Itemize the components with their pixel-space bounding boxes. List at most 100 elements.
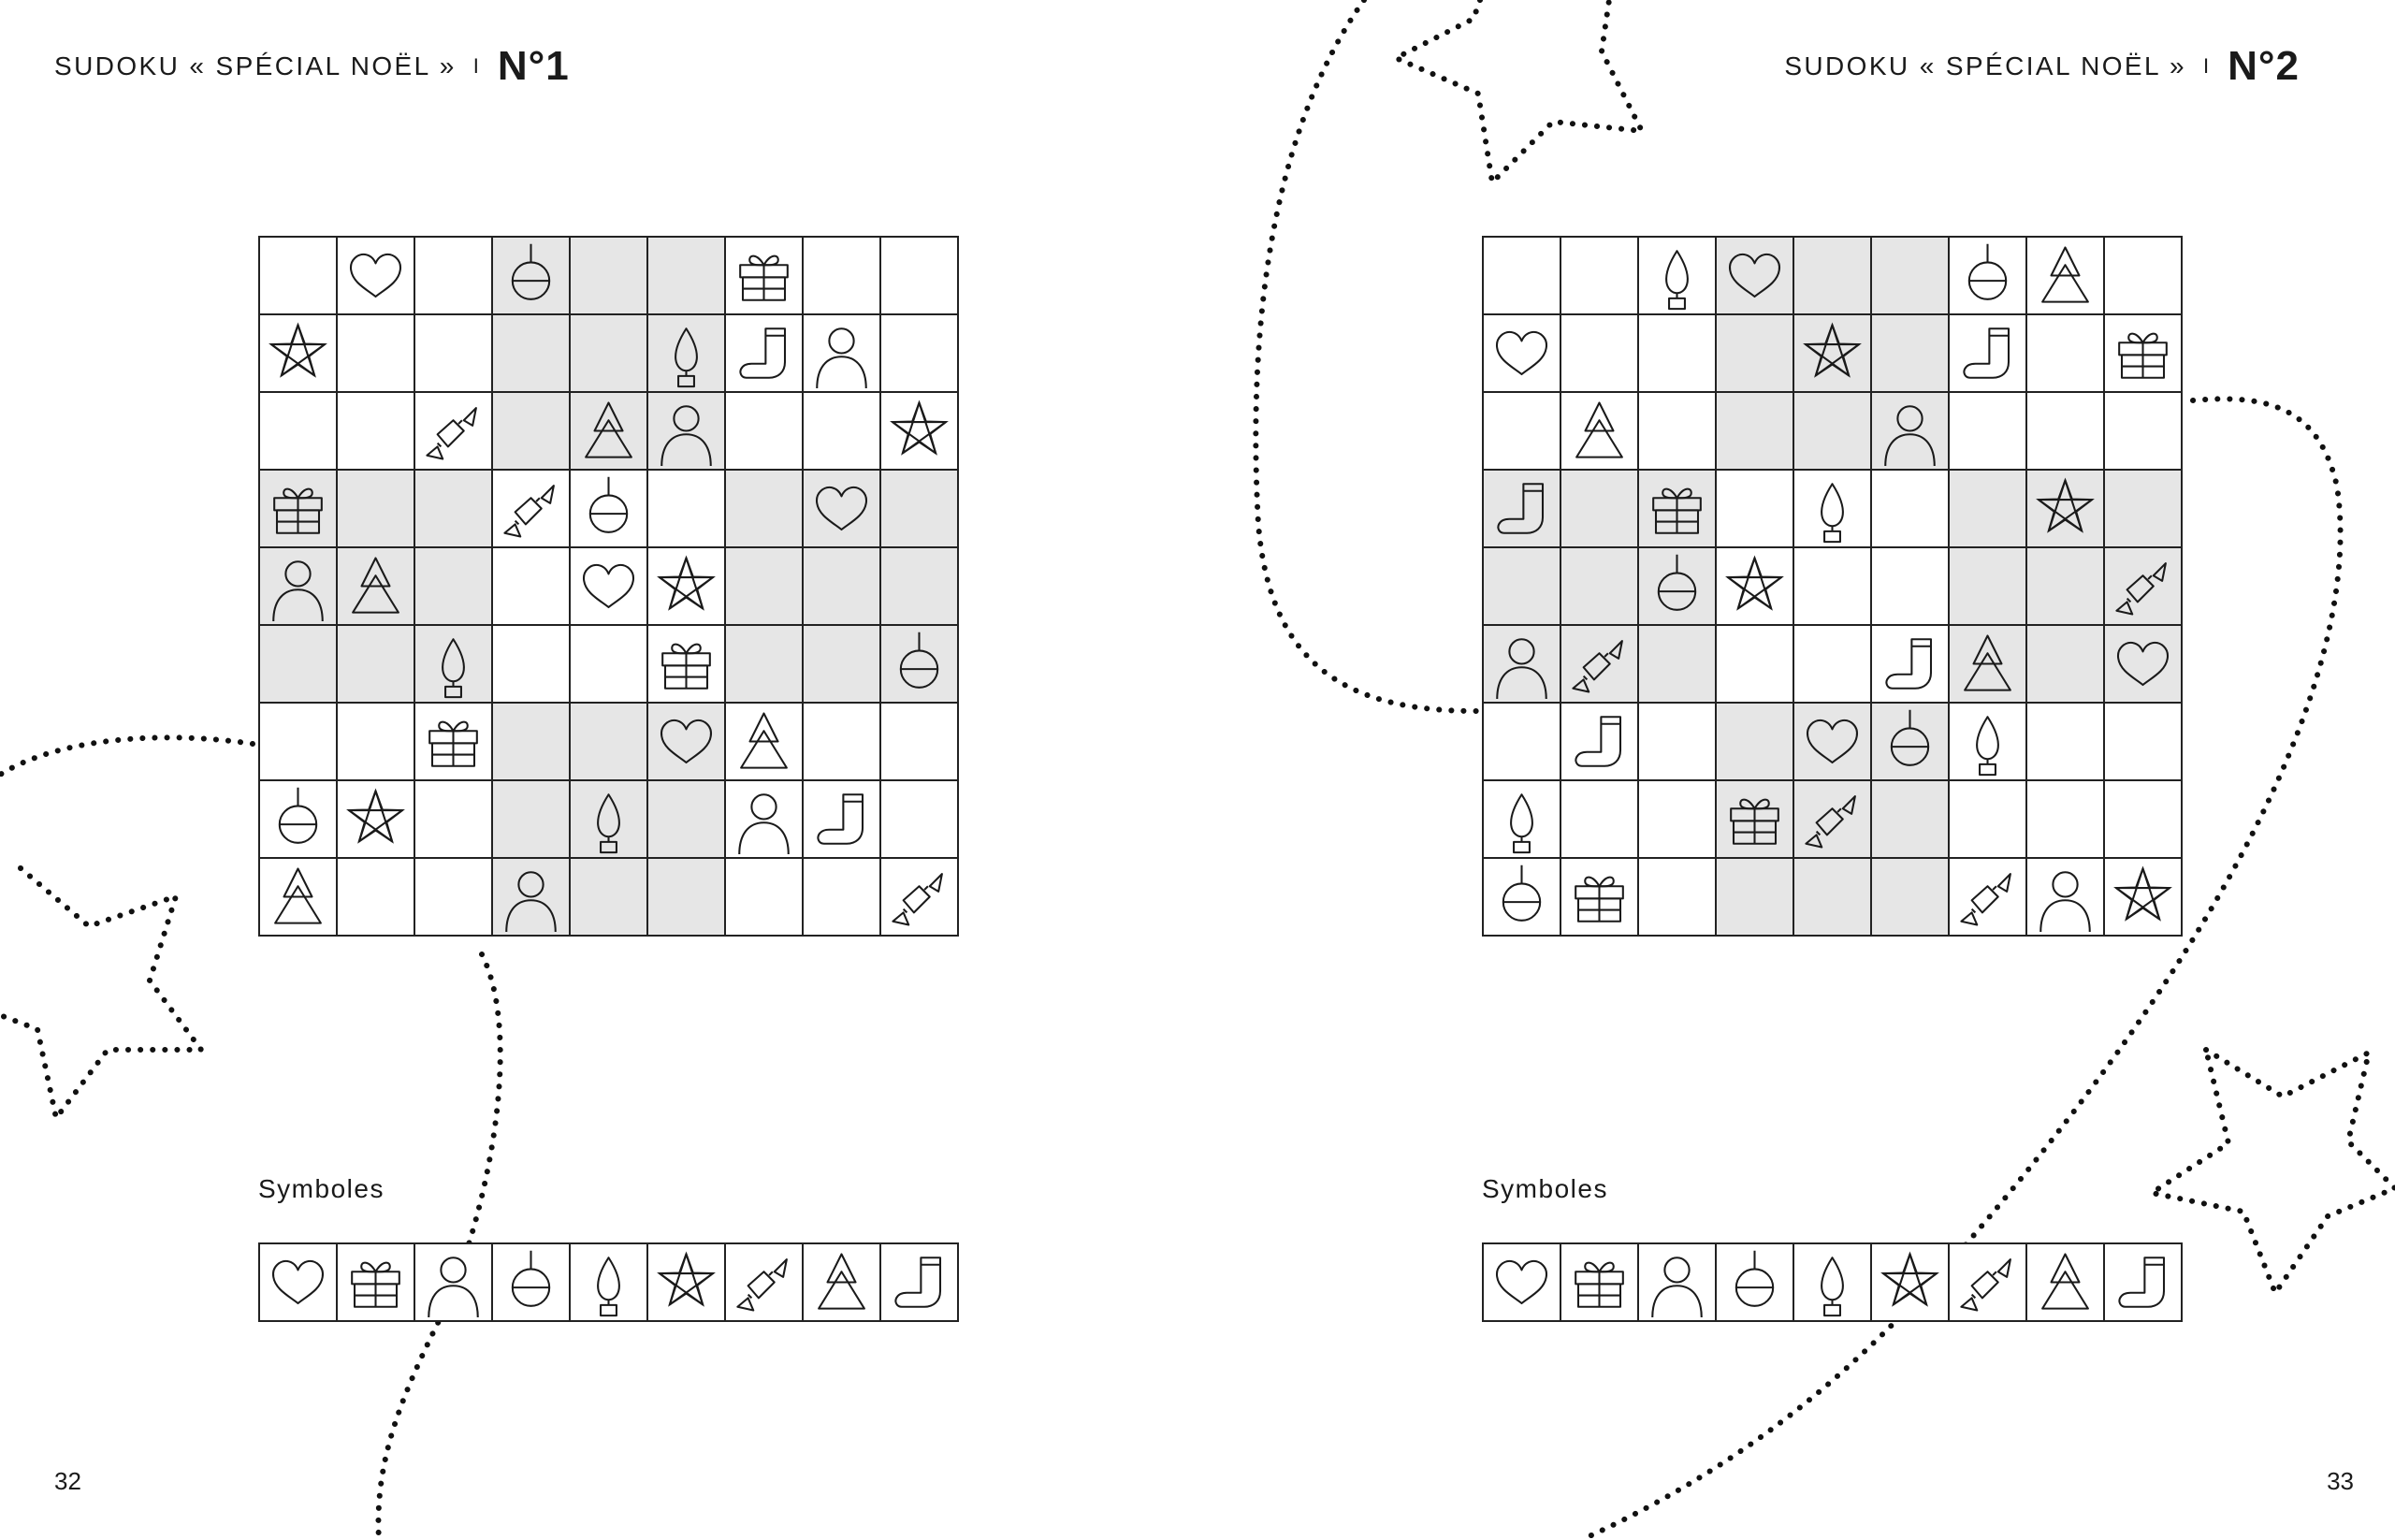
- grid-cell-candle[interactable]: [648, 315, 726, 393]
- grid-cell-empty[interactable]: [571, 626, 648, 704]
- grid-cell-heart[interactable]: [648, 704, 726, 781]
- grid-cell-candle[interactable]: [415, 626, 493, 704]
- grid-cell-empty[interactable]: [881, 548, 959, 626]
- grid-cell-empty[interactable]: [571, 238, 648, 315]
- grid-cell-empty[interactable]: [1561, 471, 1639, 548]
- grid-cell-gift[interactable]: [415, 704, 493, 781]
- grid-cell-empty[interactable]: [2027, 704, 2105, 781]
- grid-cell-gift[interactable]: [2105, 315, 2183, 393]
- grid-cell-empty[interactable]: [648, 859, 726, 937]
- grid-cell-empty[interactable]: [338, 393, 415, 471]
- grid-cell-empty[interactable]: [338, 704, 415, 781]
- grid-cell-gift[interactable]: [1717, 781, 1794, 859]
- grid-cell-star[interactable]: [1717, 548, 1794, 626]
- grid-cell-candy[interactable]: [1794, 781, 1872, 859]
- grid-cell-empty[interactable]: [338, 626, 415, 704]
- grid-cell-empty[interactable]: [1561, 781, 1639, 859]
- grid-cell-candle[interactable]: [1639, 238, 1717, 315]
- grid-cell-star[interactable]: [338, 781, 415, 859]
- grid-cell-empty[interactable]: [415, 781, 493, 859]
- grid-cell-empty[interactable]: [415, 859, 493, 937]
- grid-cell-empty[interactable]: [1717, 626, 1794, 704]
- grid-cell-empty[interactable]: [1872, 315, 1950, 393]
- grid-cell-empty[interactable]: [2027, 315, 2105, 393]
- grid-cell-empty[interactable]: [415, 238, 493, 315]
- grid-cell-empty[interactable]: [1639, 859, 1717, 937]
- grid-cell-empty[interactable]: [1484, 548, 1561, 626]
- grid-cell-empty[interactable]: [1639, 704, 1717, 781]
- grid-cell-empty[interactable]: [493, 548, 571, 626]
- grid-cell-empty[interactable]: [571, 859, 648, 937]
- grid-cell-empty[interactable]: [493, 393, 571, 471]
- grid-cell-empty[interactable]: [2027, 393, 2105, 471]
- grid-cell-empty[interactable]: [804, 859, 881, 937]
- grid-cell-empty[interactable]: [1561, 315, 1639, 393]
- grid-cell-empty[interactable]: [1639, 393, 1717, 471]
- grid-cell-tree[interactable]: [726, 704, 804, 781]
- grid-cell-stocking[interactable]: [1950, 315, 2027, 393]
- grid-cell-stocking[interactable]: [1561, 704, 1639, 781]
- grid-cell-tree[interactable]: [338, 548, 415, 626]
- grid-cell-candle[interactable]: [1950, 704, 2027, 781]
- grid-cell-star[interactable]: [2027, 471, 2105, 548]
- grid-cell-empty[interactable]: [1794, 548, 1872, 626]
- grid-cell-empty[interactable]: [493, 626, 571, 704]
- grid-cell-empty[interactable]: [881, 315, 959, 393]
- grid-cell-empty[interactable]: [1484, 704, 1561, 781]
- grid-cell-empty[interactable]: [2027, 626, 2105, 704]
- grid-cell-gift[interactable]: [726, 238, 804, 315]
- grid-cell-empty[interactable]: [2105, 704, 2183, 781]
- grid-cell-empty[interactable]: [1794, 238, 1872, 315]
- grid-cell-empty[interactable]: [804, 704, 881, 781]
- grid-cell-empty[interactable]: [726, 626, 804, 704]
- grid-cell-heart[interactable]: [1717, 238, 1794, 315]
- grid-cell-empty[interactable]: [1717, 393, 1794, 471]
- grid-cell-empty[interactable]: [415, 471, 493, 548]
- grid-cell-tree[interactable]: [2027, 238, 2105, 315]
- grid-cell-tree[interactable]: [1950, 626, 2027, 704]
- grid-cell-gift[interactable]: [260, 471, 338, 548]
- grid-cell-candle[interactable]: [571, 781, 648, 859]
- grid-cell-empty[interactable]: [881, 471, 959, 548]
- grid-cell-ornament[interactable]: [260, 781, 338, 859]
- grid-cell-heart[interactable]: [571, 548, 648, 626]
- grid-cell-empty[interactable]: [493, 781, 571, 859]
- grid-cell-empty[interactable]: [726, 859, 804, 937]
- sudoku-grid-1[interactable]: [258, 236, 959, 937]
- grid-cell-star[interactable]: [648, 548, 726, 626]
- grid-cell-ornament[interactable]: [881, 626, 959, 704]
- grid-cell-empty[interactable]: [2105, 393, 2183, 471]
- grid-cell-empty[interactable]: [804, 393, 881, 471]
- grid-cell-stocking[interactable]: [1484, 471, 1561, 548]
- grid-cell-empty[interactable]: [493, 315, 571, 393]
- grid-cell-tree[interactable]: [260, 859, 338, 937]
- grid-cell-empty[interactable]: [1717, 315, 1794, 393]
- grid-cell-snowman[interactable]: [1872, 393, 1950, 471]
- grid-cell-stocking[interactable]: [1872, 626, 1950, 704]
- grid-cell-empty[interactable]: [1950, 781, 2027, 859]
- grid-cell-empty[interactable]: [648, 781, 726, 859]
- grid-cell-gift[interactable]: [648, 626, 726, 704]
- grid-cell-empty[interactable]: [1639, 626, 1717, 704]
- grid-cell-empty[interactable]: [1639, 781, 1717, 859]
- grid-cell-star[interactable]: [1794, 315, 1872, 393]
- grid-cell-empty[interactable]: [1794, 393, 1872, 471]
- grid-cell-empty[interactable]: [338, 471, 415, 548]
- grid-cell-snowman[interactable]: [260, 548, 338, 626]
- grid-cell-stocking[interactable]: [726, 315, 804, 393]
- grid-cell-empty[interactable]: [881, 238, 959, 315]
- grid-cell-empty[interactable]: [804, 626, 881, 704]
- grid-cell-empty[interactable]: [2105, 781, 2183, 859]
- grid-cell-empty[interactable]: [1872, 238, 1950, 315]
- grid-cell-ornament[interactable]: [1872, 704, 1950, 781]
- grid-cell-empty[interactable]: [1484, 238, 1561, 315]
- grid-cell-empty[interactable]: [1950, 548, 2027, 626]
- grid-cell-empty[interactable]: [338, 315, 415, 393]
- grid-cell-candy[interactable]: [881, 859, 959, 937]
- grid-cell-stocking[interactable]: [804, 781, 881, 859]
- grid-cell-empty[interactable]: [2105, 238, 2183, 315]
- grid-cell-snowman[interactable]: [726, 781, 804, 859]
- grid-cell-empty[interactable]: [415, 548, 493, 626]
- grid-cell-empty[interactable]: [571, 315, 648, 393]
- grid-cell-empty[interactable]: [1717, 471, 1794, 548]
